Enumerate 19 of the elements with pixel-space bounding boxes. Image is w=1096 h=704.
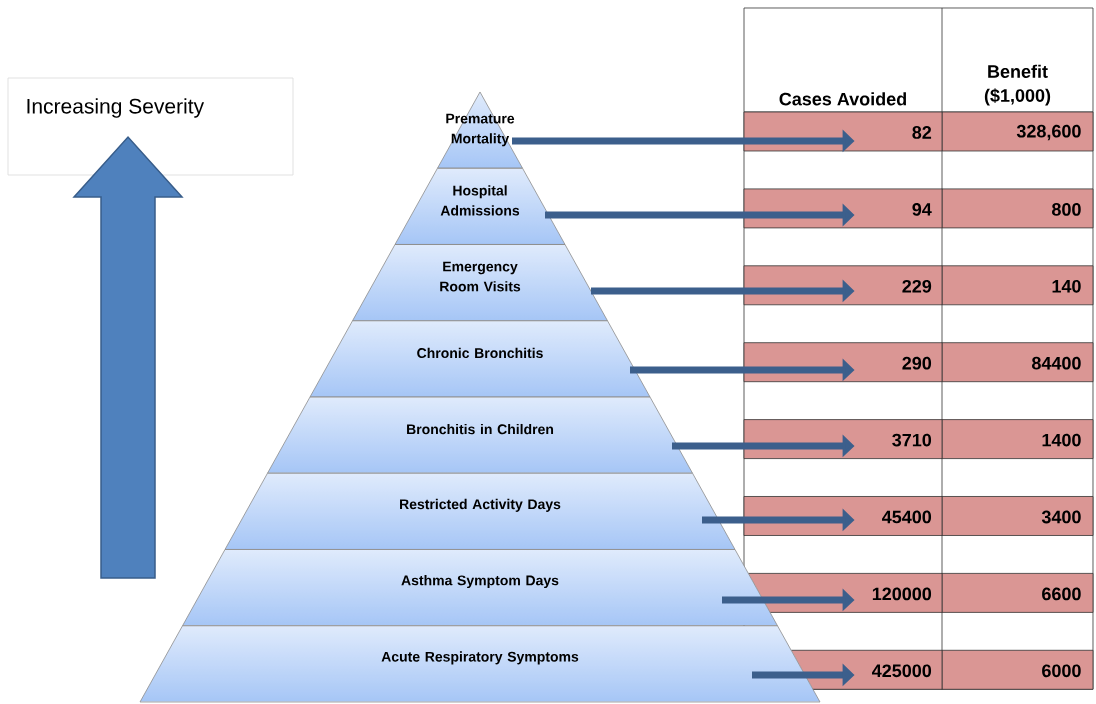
table-cell: 6000 <box>941 649 1094 690</box>
pyramid-tier: Chronic Bronchitis <box>309 320 651 398</box>
pyramid-tier: Asthma Symptom Days <box>182 549 778 627</box>
pyramid-tier: Restricted Activity Days <box>224 472 736 550</box>
column-header: Benefit ($1,000) <box>984 64 1051 106</box>
table-cell: 140 <box>941 265 1094 306</box>
table-cell: 1400 <box>941 419 1094 459</box>
table-cell: 328,600 <box>941 111 1094 152</box>
pyramid-tier: Bronchitis in Children <box>267 396 693 474</box>
pyramid-tier: Premature Mortality <box>437 91 523 169</box>
table-cell: 6600 <box>941 573 1094 613</box>
table-cell: 3400 <box>941 496 1094 536</box>
pyramid-tier: Emergency Room Visits <box>352 244 608 322</box>
table-cell: 800 <box>941 188 1094 229</box>
label-box: Increasing Severity <box>7 77 294 176</box>
table-cell: 84400 <box>941 342 1094 383</box>
table-cell: 94 <box>743 188 943 229</box>
table-cell: 3710 <box>743 419 943 459</box>
pyramid-tier: Acute Respiratory Symptoms <box>139 625 821 703</box>
